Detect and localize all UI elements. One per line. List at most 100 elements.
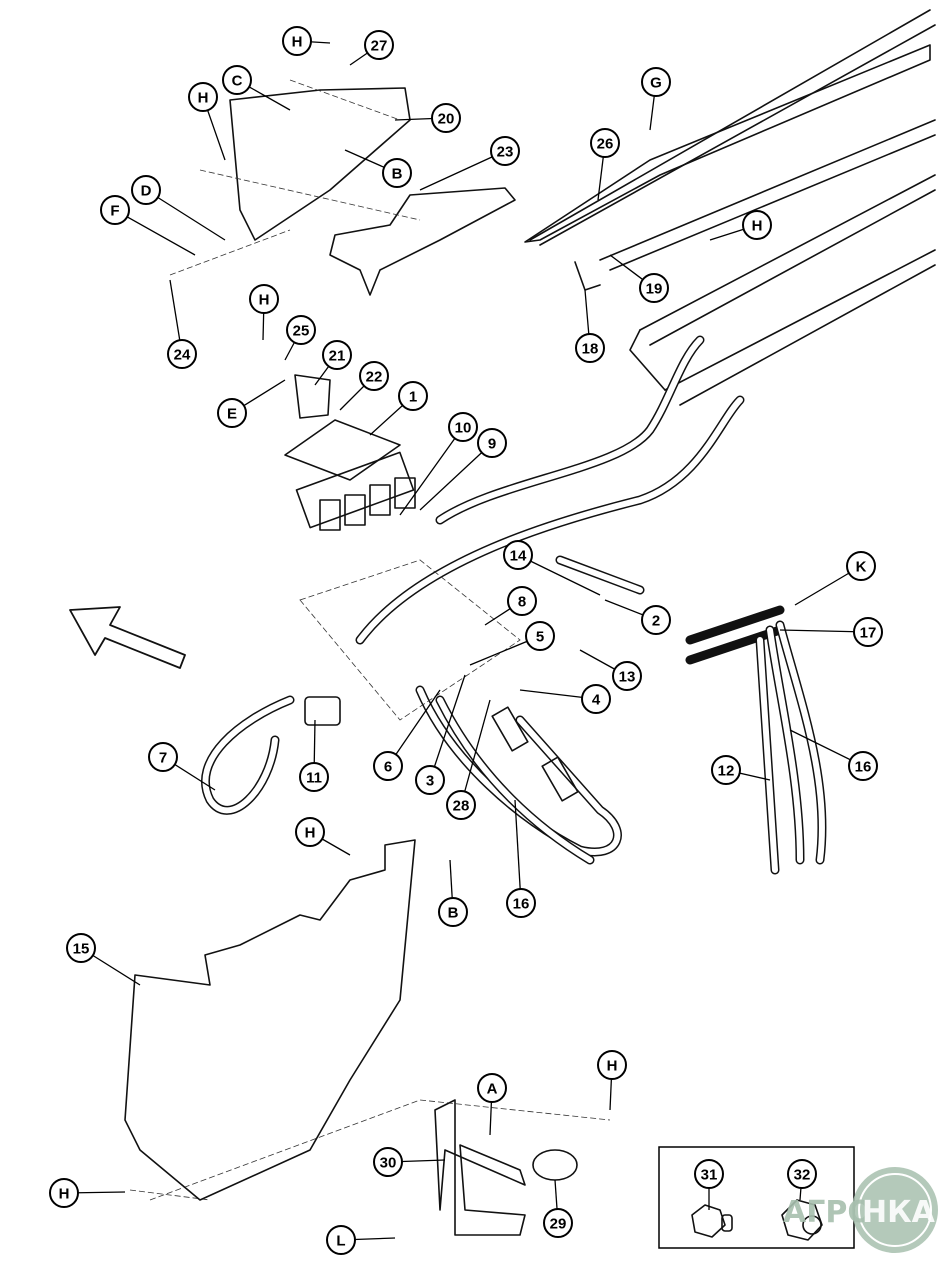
callout-circle [639,273,669,303]
callout-label: E [227,406,237,423]
callout-label: 23 [497,144,514,161]
callout-31: 31 [694,1159,724,1189]
callout-circle [167,339,197,369]
callout-leader-line [387,689,441,767]
callout-leader-line [399,426,464,516]
callout-label: A [487,1081,498,1098]
callout-2: 2 [641,605,671,635]
logo-text-right: НКА [862,1195,936,1230]
callout-e: E [217,398,247,428]
callout-b: B [382,158,412,188]
callout-label: 7 [159,750,167,767]
callout-32: 32 [787,1159,817,1189]
callout-label: 1 [409,389,417,406]
callout-circle [742,210,772,240]
callout-circle [217,398,247,428]
part-23-bracket [329,187,516,296]
callout-label: 24 [174,347,191,364]
callout-8: 8 [507,586,537,616]
callout-h: H [597,1050,627,1080]
callout-label: 4 [592,692,601,709]
callout-circle [787,1159,817,1189]
callout-label: 29 [550,1216,567,1233]
callout-label: 16 [513,896,530,913]
callout-circle [66,933,96,963]
callout-label: C [232,73,243,90]
part-20-bracket [229,87,411,241]
part-15-shield [124,839,416,1201]
callout-circle [286,315,316,345]
callout-14: 14 [503,540,533,570]
callout-label: 22 [366,369,383,386]
callout-label: B [392,166,403,183]
callout-circle [575,333,605,363]
callout-h: H [742,210,772,240]
callout-circle [373,751,403,781]
callout-circle [503,540,533,570]
callout-label: F [110,203,119,220]
callout-label: H [752,218,763,235]
callout-circle [846,551,876,581]
callout-circle [477,1073,507,1103]
callout-circle [641,605,671,635]
callout-circle [131,175,161,205]
callout-label: H [59,1186,70,1203]
callout-label: 32 [794,1167,811,1184]
callout-circle [49,1178,79,1208]
callout-label: 6 [384,759,392,776]
callout-l: L [326,1225,356,1255]
callout-circle [415,765,445,795]
callout-label: K [856,559,867,576]
callout-circle [100,195,130,225]
callout-label: H [198,90,209,107]
callout-circle [438,897,468,927]
callout-30: 30 [373,1147,403,1177]
callout-1: 1 [398,381,428,411]
callout-leader-line [460,699,491,806]
callout-13: 13 [612,661,642,691]
callout-label: 26 [597,136,614,153]
callout-21: 21 [322,340,352,370]
callout-circle [222,65,252,95]
callout-25: 25 [286,315,316,345]
callout-17: 17 [853,617,883,647]
callout-h: H [249,284,279,314]
part-32-nut [781,1199,823,1241]
callout-circle [597,1050,627,1080]
callout-20: 20 [431,103,461,133]
callout-leader-line [517,554,601,596]
callout-label: H [292,34,303,51]
callout-5: 5 [525,621,555,651]
logo-text-left: АГРО [783,1195,873,1230]
callout-28: 28 [446,790,476,820]
callout-label: D [141,183,152,200]
callout-circle [490,136,520,166]
callout-9: 9 [477,428,507,458]
callout-circle [299,762,329,792]
callout-4: 4 [581,684,611,714]
callout-circle [364,30,394,60]
callout-label: 3 [426,773,434,790]
callout-12: 12 [711,755,741,785]
callout-circle [506,888,536,918]
callout-h: H [295,817,325,847]
hydraulic-hoses [201,335,827,875]
callout-label: 8 [518,594,526,611]
callout-circle [359,361,389,391]
callout-label: 12 [718,763,735,780]
callout-circle [249,284,279,314]
callout-label: 2 [652,613,660,630]
callout-circle [148,742,178,772]
callout-18: 18 [575,333,605,363]
callout-label: H [607,1058,618,1075]
part-1-valve-block [284,374,416,531]
callout-label: 13 [619,669,636,686]
part-30-bracket [434,1099,526,1236]
callout-label: 5 [536,629,544,646]
callout-label: 16 [855,759,872,776]
callout-circle [590,128,620,158]
callout-h: H [49,1178,79,1208]
callout-c: C [222,65,252,95]
callout-label: B [448,905,459,922]
